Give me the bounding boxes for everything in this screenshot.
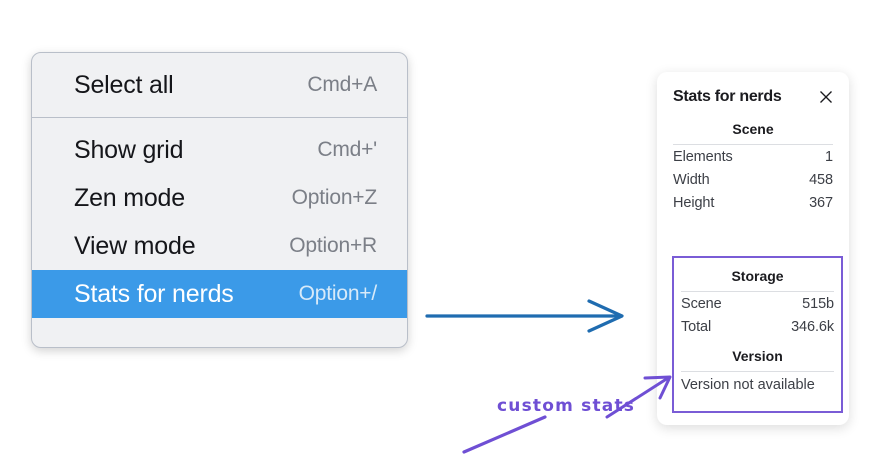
section-heading-scene: Scene [732, 121, 774, 137]
close-icon[interactable] [818, 89, 834, 105]
stat-key: Elements [673, 149, 733, 165]
menu-item-label: Show grid [74, 135, 184, 164]
panel-title: Stats for nerds [673, 88, 782, 105]
menu-item-stats-for-nerds[interactable]: Stats for nerds Option+/ [32, 270, 407, 318]
stat-value: 515b [802, 296, 834, 312]
menu-divider [32, 117, 407, 118]
annotation-underline-stroke [462, 415, 547, 454]
menu-group-1: Select all Cmd+A [32, 53, 407, 117]
menu-item-show-grid[interactable]: Show grid Cmd+' [32, 126, 407, 174]
stats-body: Scene Elements 1 Width 458 Height 367 [657, 111, 849, 214]
table-row: Width 458 [673, 168, 833, 191]
section-rule [681, 371, 834, 372]
stat-value: 458 [809, 172, 833, 188]
menu-item-label: Select all [74, 70, 174, 99]
menu-item-label: Zen mode [74, 183, 185, 212]
menu-item-shortcut: Cmd+' [317, 138, 377, 161]
section-heading-storage: Storage [731, 268, 784, 284]
menu-item-label: Stats for nerds [74, 279, 234, 308]
table-row: Scene 515b [681, 292, 834, 315]
table-row: Height 367 [673, 191, 833, 214]
panel-header: Stats for nerds [657, 83, 849, 111]
table-row: Elements 1 [673, 145, 833, 168]
menu-item-label: View mode [74, 231, 196, 260]
menu-item-zen-mode[interactable]: Zen mode Option+Z [32, 174, 407, 222]
flow-arrow-icon [425, 299, 624, 333]
stat-value: 346.6k [791, 319, 834, 335]
stat-key: Scene [681, 296, 722, 312]
stat-key: Height [673, 195, 715, 211]
menu-group-2: Show grid Cmd+' Zen mode Option+Z View m… [32, 118, 407, 326]
menu-item-shortcut: Option+Z [291, 186, 378, 209]
menu-item-shortcut: Option+R [289, 234, 377, 257]
custom-stats-highlight-box: Storage Scene 515b Total 346.6k Version … [672, 256, 843, 413]
context-menu[interactable]: Select all Cmd+A Show grid Cmd+' Zen mod… [31, 52, 408, 348]
section-rule [681, 291, 834, 292]
stat-value: 367 [809, 195, 833, 211]
menu-item-view-mode[interactable]: View mode Option+R [32, 222, 407, 270]
version-note: Version not available [681, 377, 815, 393]
menu-item-select-all[interactable]: Select all Cmd+A [32, 61, 407, 109]
menu-item-shortcut: Option+/ [298, 282, 378, 305]
section-heading-version: Version [732, 348, 783, 364]
section-rule [673, 144, 833, 145]
stats-for-nerds-panel: Stats for nerds Scene Elements 1 Width 4… [657, 72, 849, 425]
stat-value: 1 [825, 149, 833, 165]
menu-item-shortcut: Cmd+A [307, 73, 377, 96]
handwritten-annotation-label: custom stats [497, 396, 636, 416]
stat-key: Total [681, 319, 712, 335]
table-row: Total 346.6k [681, 315, 834, 338]
stat-key: Width [673, 172, 710, 188]
